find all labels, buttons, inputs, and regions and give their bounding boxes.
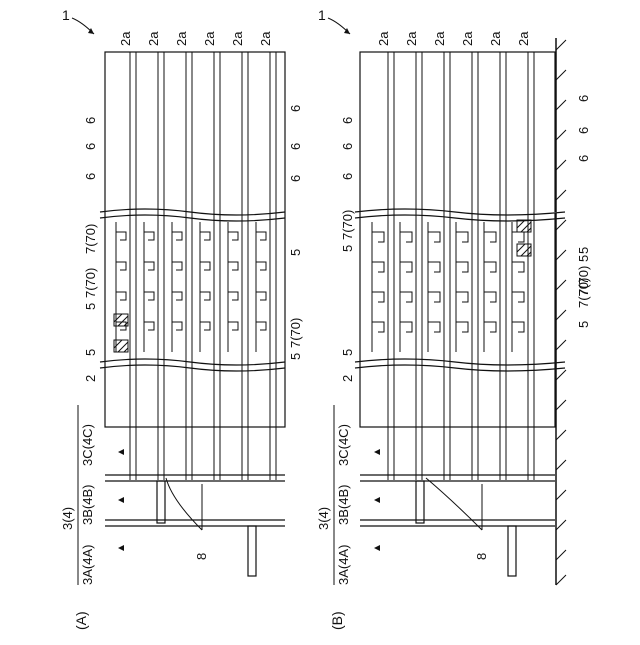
label-5: 5 xyxy=(83,303,98,310)
label-7-70: 7(70) xyxy=(83,224,98,254)
label-6: 6 xyxy=(340,117,355,124)
label-7-70: 7(70) xyxy=(288,318,303,348)
label-5: 5 xyxy=(288,353,303,360)
sub-label-a: 3A(4A) xyxy=(80,545,95,585)
label-5: 5 xyxy=(340,349,355,356)
comb-electrodes xyxy=(372,222,524,352)
label-6: 6 xyxy=(340,143,355,150)
label-5: 5 xyxy=(340,245,355,252)
label-2: 2 xyxy=(83,375,98,382)
label-2a: 2a xyxy=(258,31,273,46)
label-2a: 2a xyxy=(516,31,531,46)
label-6: 6 xyxy=(288,175,303,182)
left-labels: 6 6 6 7(70) 5 7(70) 5 2 xyxy=(83,117,98,382)
label-5: 5 xyxy=(576,247,591,254)
label-6: 6 xyxy=(83,173,98,180)
label-7-70: 7(70) xyxy=(83,268,98,298)
sub-label-b: 3B(4B) xyxy=(336,485,351,525)
group-label: 3(4) xyxy=(316,507,331,530)
label-2a: 2a xyxy=(488,31,503,46)
label-5: 5 xyxy=(83,349,98,356)
ref-1-label: 1 xyxy=(62,7,70,23)
label-2a: 2a xyxy=(376,31,391,46)
label-6: 6 xyxy=(288,143,303,150)
comb-electrodes xyxy=(116,222,266,352)
left-labels: 6 6 6 5 7(70) 5 2 xyxy=(340,117,355,382)
panel-a: 1 2a 2a 2a 2a 2a 2a xyxy=(60,7,303,630)
label-2a: 2a xyxy=(432,31,447,46)
label-6: 6 xyxy=(83,143,98,150)
top-labels: 2a 2a 2a 2a 2a 2a xyxy=(118,31,273,46)
bus-bars xyxy=(360,475,555,576)
label-5: 5 xyxy=(576,321,591,328)
label-8: 8 xyxy=(474,553,489,560)
label-2a: 2a xyxy=(118,31,133,46)
label-6: 6 xyxy=(288,105,303,112)
ref-1-label: 1 xyxy=(318,7,326,23)
group-label: 3(4) xyxy=(60,507,75,530)
label-2a: 2a xyxy=(174,31,189,46)
label-6: 6 xyxy=(576,95,591,102)
right-labels: 6 6 6 5 5 7(70) 7(70) 5 xyxy=(576,95,591,328)
label-2: 2 xyxy=(340,375,355,382)
sub-label-c: 3C(4C) xyxy=(80,424,95,466)
sub-label-c: 3C(4C) xyxy=(336,424,351,466)
label-6: 6 xyxy=(83,117,98,124)
label-2a: 2a xyxy=(230,31,245,46)
label-2a: 2a xyxy=(146,31,161,46)
label-6: 6 xyxy=(576,127,591,134)
strip-lines xyxy=(130,52,276,480)
panel-label: (B) xyxy=(329,611,345,630)
sub-label-b: 3B(4B) xyxy=(80,485,95,525)
label-2a: 2a xyxy=(404,31,419,46)
label-5: 5 xyxy=(576,255,591,262)
ground-hatch xyxy=(556,40,566,585)
label-2a: 2a xyxy=(460,31,475,46)
right-labels: 6 6 6 5 7(70) 5 xyxy=(288,105,303,360)
sub-label-a: 3A(4A) xyxy=(336,545,351,585)
label-7-70: 7(70) xyxy=(340,210,355,240)
label-6: 6 xyxy=(576,155,591,162)
label-7-70: 7(70) xyxy=(576,266,591,296)
top-labels: 2a 2a 2a 2a 2a 2a xyxy=(376,31,531,46)
label-5: 5 xyxy=(288,249,303,256)
label-2a: 2a xyxy=(202,31,217,46)
label-8: 8 xyxy=(194,553,209,560)
label-6: 6 xyxy=(340,173,355,180)
panel-b: 1 2a 2a 2a 2a 2a 2a xyxy=(316,7,591,630)
panel-label: (A) xyxy=(73,611,89,630)
